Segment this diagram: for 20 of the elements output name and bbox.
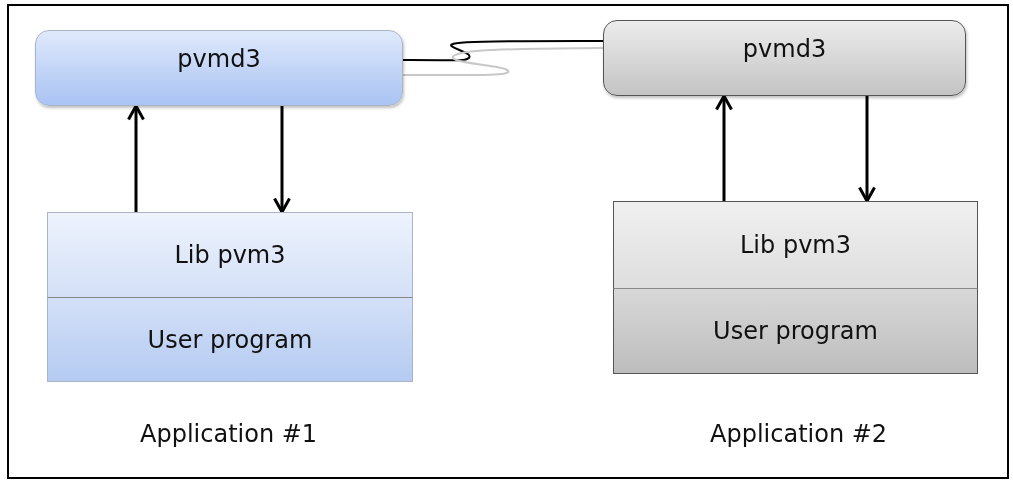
caption-label: Application #1 (140, 420, 318, 448)
arrow (715, 94, 733, 201)
caption-label: Application #2 (710, 420, 888, 448)
library-layer (47, 212, 413, 297)
arrow (858, 96, 876, 203)
node-label: pvmd3 (742, 35, 827, 63)
network-cable (402, 47, 604, 76)
node-label: pvmd3 (177, 45, 261, 73)
daemon-box (35, 30, 403, 106)
node-label: User program (147, 325, 313, 354)
program-layer (613, 288, 978, 374)
arrow (273, 106, 291, 214)
arrow (127, 104, 145, 212)
network-cable (402, 40, 604, 62)
node-label: User program (713, 317, 878, 345)
library-layer (613, 201, 978, 288)
node-label: Lib pvm3 (740, 231, 851, 259)
program-layer (47, 297, 413, 382)
daemon-box (603, 20, 966, 96)
node-label: Lib pvm3 (174, 241, 286, 269)
